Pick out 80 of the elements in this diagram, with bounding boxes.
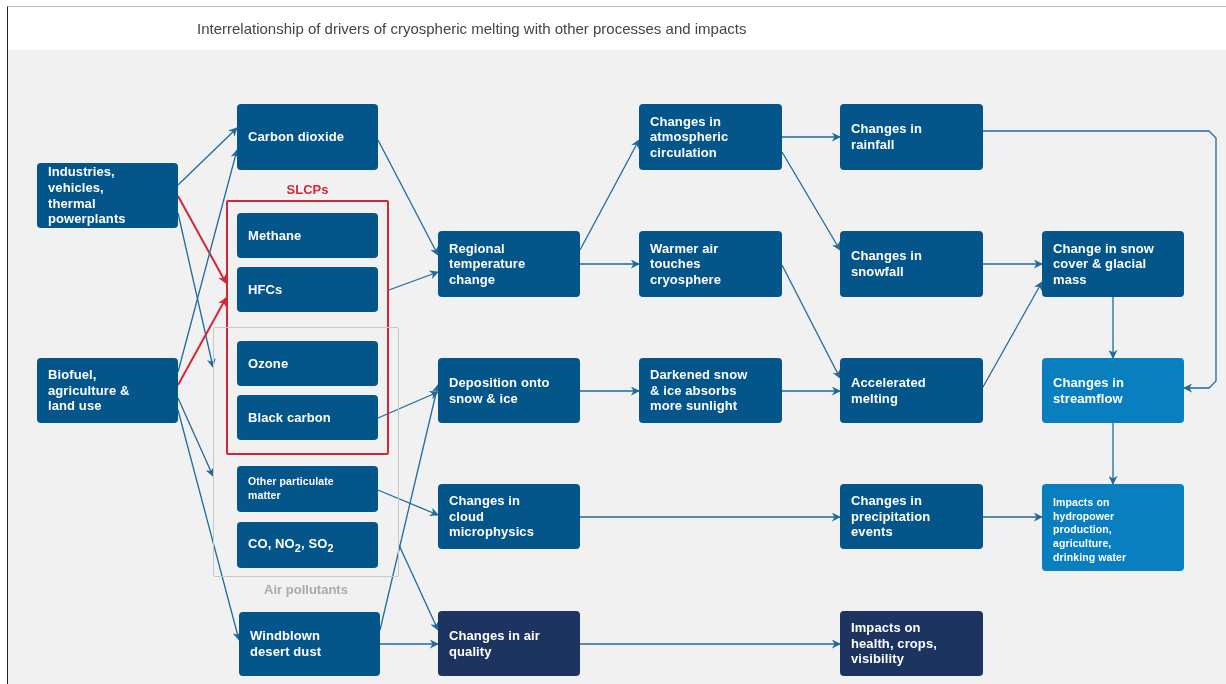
group-title: SLCPs	[285, 182, 330, 197]
box-label: Methane	[248, 227, 302, 244]
diagram-title: Interrelationship of drivers of cryospheric melting with other processes and impacts	[197, 20, 747, 37]
box-label: Impacts on hydropower production, agriculture, drinking water	[1053, 496, 1128, 565]
box-label: Changes in atmospheric circulation	[650, 113, 730, 161]
arrow	[982, 281, 1043, 388]
process-box	[239, 612, 380, 676]
arrow	[177, 397, 214, 477]
box-label: Changes in snowfall	[851, 248, 924, 280]
arrow	[388, 270, 439, 291]
box-label: Changes in air quality	[449, 627, 541, 660]
box-label: Darkened snow & ice absorbs more sunlight	[650, 367, 749, 414]
box-label: Change in snow cover & glacial mass	[1053, 240, 1156, 288]
box-label: Biofuel, agriculture & land use	[48, 367, 131, 414]
process-box	[1042, 484, 1184, 571]
arrow	[982, 130, 1217, 393]
box-label: Black carbon	[248, 409, 331, 426]
group-title: Air pollutants	[263, 582, 349, 597]
box-label: Industries, vehicles, thermal powerplants	[48, 164, 127, 227]
box-label: Warmer air touches cryosphere	[650, 240, 723, 288]
process-box	[840, 484, 983, 549]
arrow	[398, 544, 439, 631]
arrow	[579, 512, 841, 522]
box-label: Changes in streamflow	[1053, 374, 1126, 407]
process-box	[237, 466, 378, 512]
arrow	[781, 264, 841, 379]
arrow	[377, 391, 439, 419]
arrow	[579, 639, 841, 649]
process-box	[237, 267, 378, 312]
arrow	[177, 212, 216, 368]
process-box	[639, 231, 782, 297]
box-label: Regional temperature change	[449, 240, 527, 288]
process-box	[840, 104, 983, 170]
process-box	[639, 358, 782, 423]
arrow	[579, 386, 640, 396]
arrow	[781, 151, 841, 251]
process-box	[438, 611, 580, 676]
arrow	[982, 259, 1043, 269]
box-label: Impacts on health, crops, visibility	[851, 620, 938, 667]
box-label: Changes in precipitation events	[851, 493, 932, 540]
box-label: Changes in cloud microphysics	[449, 493, 535, 540]
process-box	[840, 358, 983, 423]
process-box	[438, 484, 580, 549]
box-label: Carbon dioxide	[248, 129, 345, 145]
group-frame	[213, 327, 399, 599]
process-box	[1042, 358, 1184, 423]
process-box	[438, 231, 580, 297]
arrow	[379, 639, 439, 649]
arrow	[177, 127, 238, 186]
arrow	[1108, 296, 1118, 359]
box-label: Ozone	[248, 355, 289, 372]
arrow	[781, 132, 841, 142]
box-label: CO, NO$_{2}$, SO$_{2}$	[248, 535, 334, 555]
process-box	[37, 163, 178, 228]
arrow	[982, 512, 1043, 522]
arrow	[579, 259, 640, 269]
process-box	[37, 358, 178, 423]
process-box	[639, 104, 782, 170]
process-box	[1042, 231, 1184, 297]
arrow	[1108, 422, 1118, 485]
arrow	[781, 386, 841, 396]
process-box	[840, 231, 983, 297]
box-label: Windblown desert dust	[250, 628, 323, 660]
arrow	[377, 489, 439, 517]
process-box	[237, 341, 378, 386]
process-box	[438, 358, 580, 423]
arrow	[177, 297, 227, 386]
arrow	[177, 195, 227, 284]
process-box	[840, 611, 983, 676]
box-label: Other particulate matter	[248, 475, 335, 503]
process-box	[237, 395, 378, 440]
arrow	[377, 139, 439, 256]
arrow	[579, 139, 640, 251]
box-label: Changes in rainfall	[851, 121, 924, 153]
process-box	[237, 104, 378, 170]
box-label: Accelerated melting	[851, 374, 927, 407]
process-box	[237, 213, 378, 258]
process-box	[237, 522, 378, 568]
box-label: HFCs	[248, 281, 283, 298]
box-label: Deposition onto snow & ice	[449, 374, 551, 407]
